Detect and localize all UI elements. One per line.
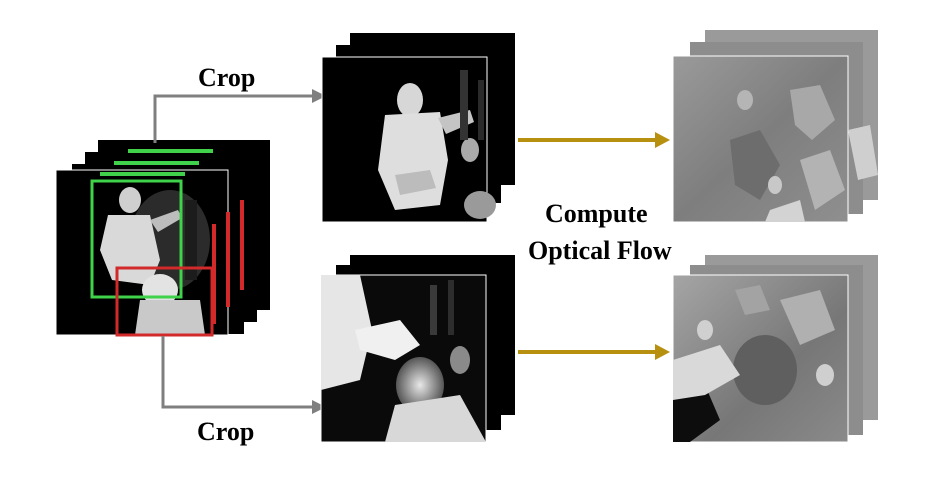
top-crop-scene <box>378 70 496 219</box>
crop-arrow-top <box>153 89 326 143</box>
red-crop-box <box>115 266 214 337</box>
flow-arrow-top <box>518 132 670 148</box>
bottom-flow-stack <box>672 255 878 443</box>
bottom-flow-texture <box>673 285 835 442</box>
source-scene <box>100 187 210 335</box>
flow-arrow-bottom <box>518 344 670 360</box>
bottom-crop-stack <box>320 255 515 443</box>
compute-label-line1: Compute <box>545 199 648 228</box>
top-crop-stack <box>321 33 515 223</box>
crop-label-top: Crop <box>198 63 255 92</box>
bottom-crop-scene <box>321 275 486 442</box>
source-frame-stack <box>55 140 270 337</box>
crop-arrow-bottom <box>161 336 326 414</box>
crop-label-bottom: Crop <box>197 417 254 446</box>
compute-label-line2: Optical Flow <box>528 236 672 265</box>
green-crop-box <box>90 179 183 299</box>
top-flow-texture <box>730 85 878 222</box>
top-flow-stack <box>672 30 878 223</box>
